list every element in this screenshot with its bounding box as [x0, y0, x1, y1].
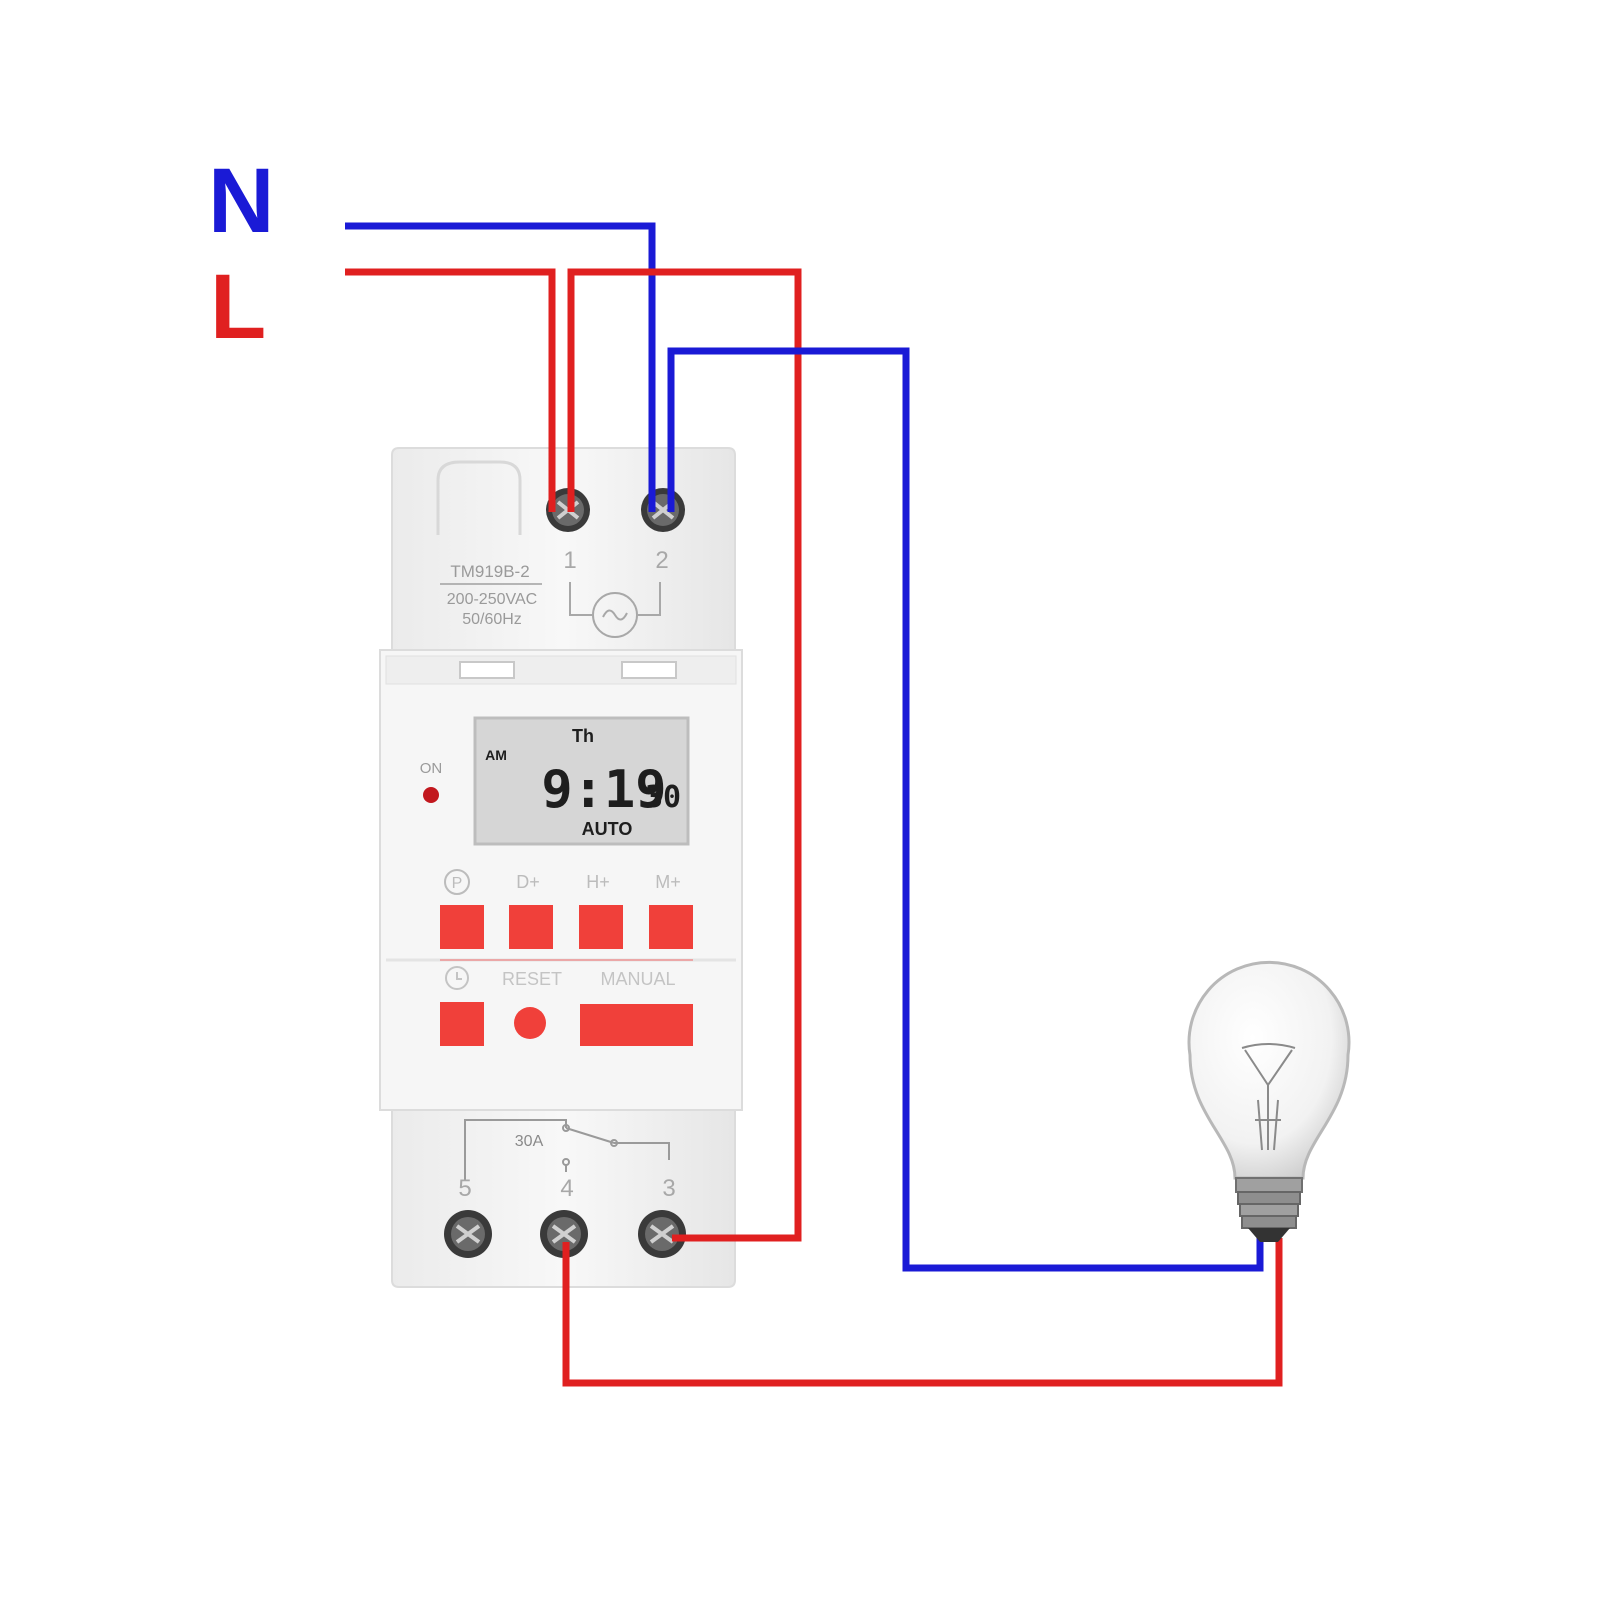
lcd-mode: AUTO: [582, 819, 633, 839]
neutral-wire-to-terminal-2: [345, 222, 656, 512]
light-bulb-icon: [1187, 960, 1351, 1242]
terminal-label-3: 3: [662, 1175, 675, 1202]
svg-text:P: P: [452, 875, 463, 892]
model-label: TM919B-2: [450, 562, 529, 581]
led-label: ON: [420, 760, 443, 777]
relay-contact-symbol: [464, 1119, 670, 1180]
frequency-label: 50/60Hz: [462, 611, 522, 628]
wiring: [345, 222, 1283, 1387]
cover-ridge: [385, 655, 737, 685]
switched-live-wire-to-lamp: [562, 1238, 1283, 1387]
terminal-screw-3[interactable]: [638, 1210, 686, 1258]
label-hour-plus: H+: [586, 872, 610, 892]
cover-tab-left: [459, 661, 515, 679]
lcd-time: 9:19: [541, 760, 666, 820]
timer-switch-device: [379, 447, 743, 1288]
lcd-day: Th: [572, 726, 594, 746]
program-P-icon: P: [444, 869, 470, 895]
live-wire-to-terminal-3: [567, 268, 802, 1242]
power-led: [423, 787, 439, 803]
terminal-label-2: 2: [655, 547, 668, 574]
terminal-label-1: 1: [563, 547, 576, 574]
cover-tab-right: [621, 661, 677, 679]
mounting-slot: [436, 460, 522, 535]
manual-button[interactable]: [580, 1004, 693, 1046]
minute-plus-button[interactable]: [649, 905, 693, 949]
clock-button[interactable]: [440, 1002, 484, 1046]
program-button[interactable]: [440, 905, 484, 949]
lcd-seconds: 30: [645, 780, 681, 815]
live-label: L: [210, 256, 266, 358]
lcd-meridiem: AM: [485, 747, 507, 763]
label-minute-plus: M+: [655, 872, 681, 892]
label-manual: MANUAL: [600, 969, 675, 989]
terminal-screw-5[interactable]: [444, 1210, 492, 1258]
voltage-label: 200-250VAC: [447, 591, 537, 608]
ac-supply-symbol: [569, 582, 661, 638]
relay-rating: 30A: [515, 1133, 544, 1150]
reset-button[interactable]: [514, 1007, 546, 1039]
live-wire-to-terminal-1: [345, 268, 556, 512]
day-plus-button[interactable]: [509, 905, 553, 949]
label-reset: RESET: [502, 969, 562, 989]
clock-icon: [445, 966, 469, 990]
lcd-display: Th AM 9:19 30 AUTO: [473, 716, 690, 846]
neutral-wire-to-lamp: [667, 347, 1264, 1272]
label-day-plus: D+: [516, 872, 540, 892]
terminal-screw-2[interactable]: [641, 488, 685, 532]
hour-plus-button[interactable]: [579, 905, 623, 949]
terminal-screw-4[interactable]: [540, 1210, 588, 1258]
neutral-label: N: [208, 150, 274, 252]
terminal-label-5: 5: [458, 1175, 471, 1202]
terminal-label-4: 4: [560, 1175, 573, 1202]
